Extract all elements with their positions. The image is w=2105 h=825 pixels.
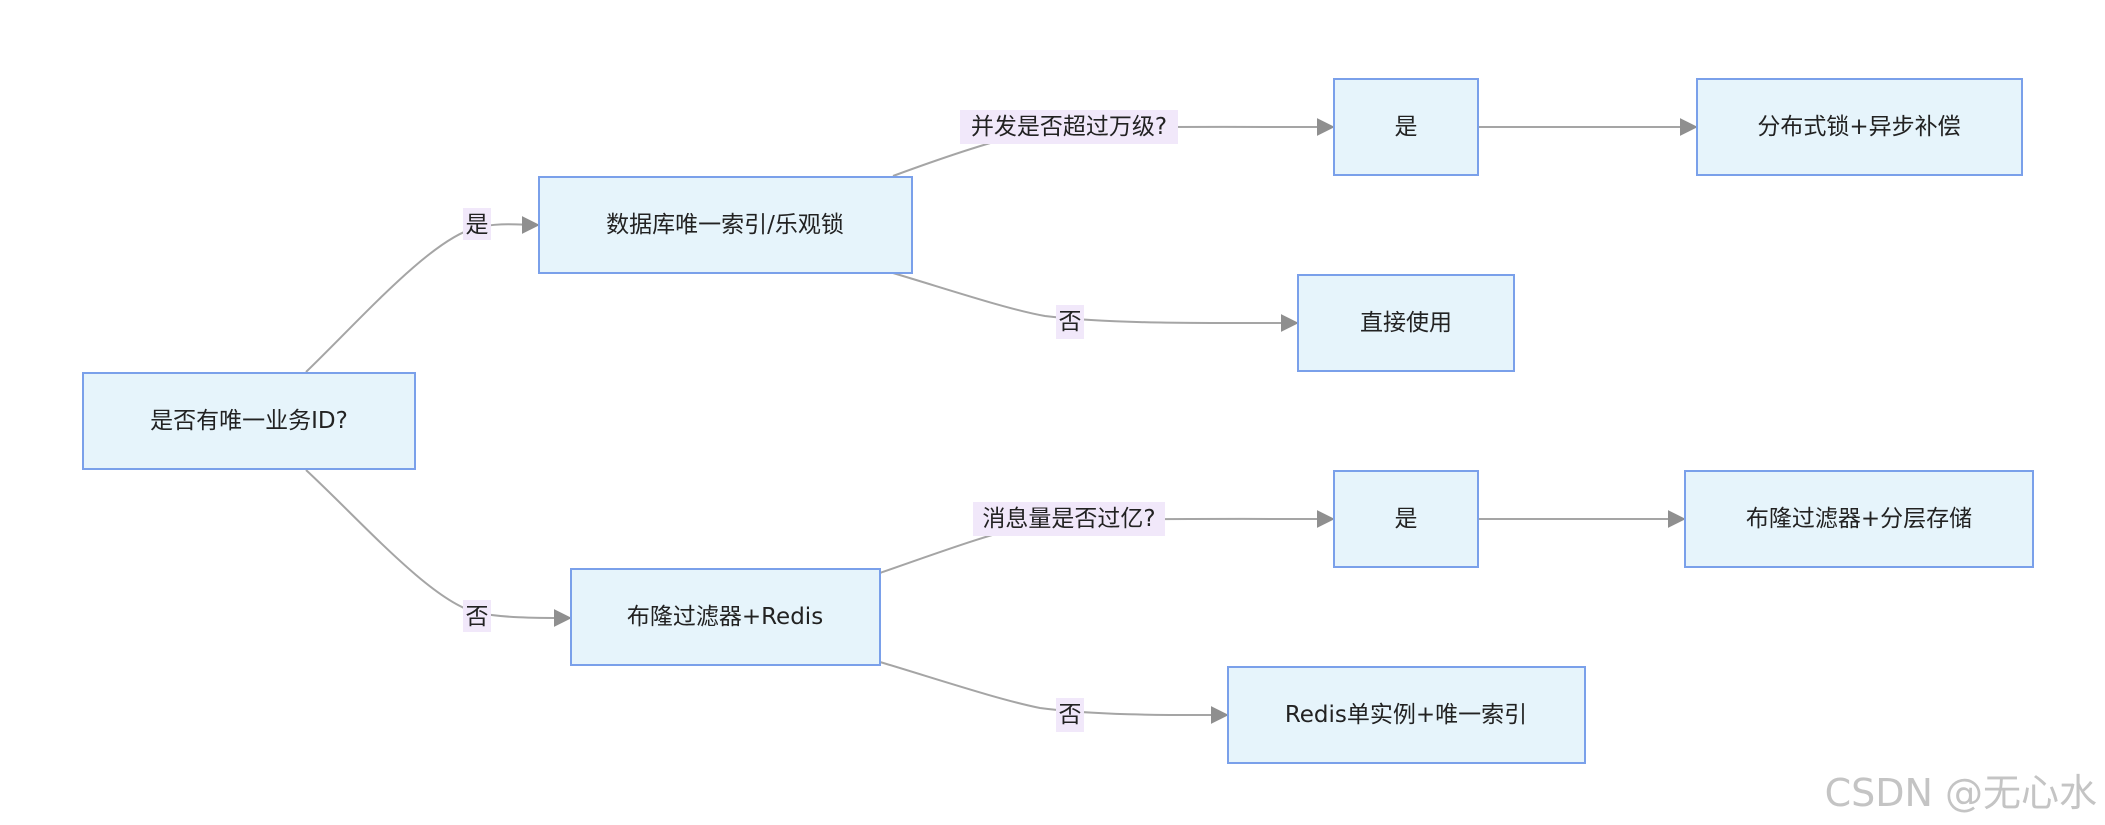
edge-label-concurrency-question: 并发是否超过万级? <box>960 110 1178 144</box>
node-message-yes: 是 <box>1333 470 1479 568</box>
edge-label-bloom-no: 否 <box>1056 698 1084 732</box>
node-db-unique-index: 数据库唯一索引/乐观锁 <box>538 176 913 274</box>
edge-label-root-yes: 是 <box>463 208 491 240</box>
edge-label-db-no: 否 <box>1056 305 1084 339</box>
watermark: CSDN @无心水 <box>1824 771 2097 815</box>
node-redis-single-instance: Redis单实例+唯一索引 <box>1227 666 1586 764</box>
edge-db-to-direct-use <box>892 272 1299 333</box>
edge-label-text: 否 <box>466 604 489 630</box>
node-label: Redis单实例+唯一索引 <box>1285 702 1527 728</box>
node-label: 分布式锁+异步补偿 <box>1757 114 1960 140</box>
edge-label-root-no: 否 <box>463 600 491 632</box>
edge-label-text: 是 <box>466 212 489 238</box>
node-label: 布隆过滤器+分层存储 <box>1746 506 1972 532</box>
node-label: 布隆过滤器+Redis <box>627 604 823 630</box>
edge-label-text: 否 <box>1059 309 1082 335</box>
edge-label-message-question: 消息量是否过亿? <box>973 502 1165 536</box>
node-distributed-lock: 分布式锁+异步补偿 <box>1696 78 2023 176</box>
node-label: 数据库唯一索引/乐观锁 <box>606 212 844 238</box>
node-label: 直接使用 <box>1360 310 1452 336</box>
edge-bloom-to-redis-single <box>879 661 1229 725</box>
edge-label-text: 并发是否超过万级? <box>971 114 1167 140</box>
edge-label-text: 否 <box>1059 702 1082 728</box>
node-bloom-tiered-storage: 布隆过滤器+分层存储 <box>1684 470 2034 568</box>
node-label: 是 <box>1395 506 1418 532</box>
node-bloom-redis: 布隆过滤器+Redis <box>570 568 881 666</box>
node-label: 是 <box>1395 114 1418 140</box>
edge-root-to-db <box>305 215 540 373</box>
node-has-unique-business-id: 是否有唯一业务ID? <box>82 372 416 470</box>
edge-label-text: 消息量是否过亿? <box>982 506 1155 532</box>
node-direct-use: 直接使用 <box>1297 274 1515 372</box>
node-concurrency-yes: 是 <box>1333 78 1479 176</box>
node-label: 是否有唯一业务ID? <box>150 408 348 434</box>
edge-root-to-bloom <box>305 469 572 627</box>
